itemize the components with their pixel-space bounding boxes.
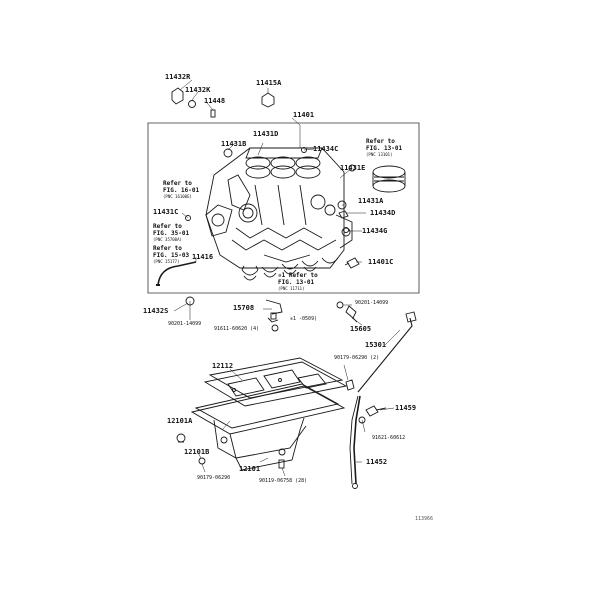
ref-bottom[interactable]: ✵1 Refer to FIG. 13-01 (PNC 11711)	[278, 272, 318, 291]
part-label-11434d: 11434D	[370, 209, 396, 217]
pan-bolts-drawing	[176, 379, 366, 469]
part-label-15605: 15605	[350, 325, 372, 333]
part-label-11434g: 11434G	[362, 227, 388, 235]
part-label-11415a: 11415A	[256, 79, 282, 87]
ref-bottom-line1: ✵1 Refer to	[278, 272, 318, 279]
part-label-11434c: 11434C	[313, 145, 339, 153]
ref-left-1-line2: FIG. 16-01	[163, 187, 200, 194]
plugs-drawing	[171, 87, 358, 332]
part-label-11448: 11448	[204, 97, 226, 105]
cylinder-block-drawing	[205, 147, 353, 269]
ref-left-3-line1: Refer to	[153, 245, 182, 252]
part-label-12101a: 12101A	[167, 417, 193, 425]
part-label-15301: 15301	[365, 341, 387, 349]
part-label-11432r: 11432R	[165, 73, 191, 81]
part-label-11432s: 11432S	[143, 307, 169, 315]
part-label-11452: 11452	[366, 458, 388, 466]
ref-left-3[interactable]: Refer to FIG. 15-03 (PNC 15177)	[153, 245, 189, 264]
bolt-number-6: 90179-06290	[197, 475, 231, 481]
part-label-11459: 11459	[395, 404, 417, 412]
ref-left-3-line2: FIG. 15-03	[153, 252, 190, 259]
drain-cock-drawing	[344, 257, 360, 269]
ref-bottom-line2: FIG. 13-01	[278, 279, 315, 286]
piston-drawing	[372, 165, 406, 193]
part-label-11416: 11416	[192, 253, 214, 261]
ref-piston-line1: Refer to	[366, 138, 395, 145]
part-label-15708: 15708	[233, 304, 255, 312]
ref-left-1[interactable]: Refer to FIG. 16-01 (PNC 16100E)	[163, 180, 199, 199]
bolt-number-5: 91621-60612	[372, 435, 406, 441]
ref-left-2-sub: (PNC 35700A)	[153, 237, 182, 242]
bolt-number-2: 91611-60620 (4)	[214, 326, 260, 332]
ref-piston[interactable]: Refer to FIG. 13-01 (PNC 13101)	[366, 138, 402, 157]
part-label-11431a: 11431A	[358, 197, 384, 205]
ref-piston-line2: FIG. 13-01	[366, 145, 403, 152]
part-label-11432k: 11432K	[185, 86, 211, 94]
part-label-11431c: 11431C	[153, 208, 179, 216]
block-frame	[147, 122, 420, 294]
part-label-11401: 11401	[293, 111, 315, 119]
crank-bearings-drawing	[241, 257, 339, 281]
bolt-number-1: 90201-14099	[168, 321, 202, 327]
part-label-12101: 12101	[239, 465, 261, 473]
part-label-11431b: 11431B	[221, 140, 247, 148]
leader-lines	[173, 79, 401, 477]
part-label-11431d: 11431D	[253, 130, 279, 138]
dipstick-drawing	[349, 311, 417, 489]
ref-left-1-sub: (PNC 16100E)	[163, 194, 192, 199]
bolt-number-7: 90119-06758 (28)	[259, 478, 308, 484]
part-label-12112: 12112	[212, 362, 234, 370]
bolt-number-4: 90179-06290 (2)	[334, 355, 380, 361]
ref-left-2-line1: Refer to	[153, 223, 182, 230]
part-label-11431e: 11431E	[340, 164, 366, 172]
ref-left-2-line2: FIG. 35-01	[153, 230, 190, 237]
oil-pan-drawing	[190, 383, 346, 471]
bolt-number-3: 90201-14099	[355, 300, 389, 306]
ref-left-2[interactable]: Refer to FIG. 35-01 (PNC 35700A)	[153, 223, 189, 242]
diagram-code: 113966	[415, 516, 434, 522]
oil-pipe-drawing	[157, 261, 197, 286]
ref-piston-sub: (PNC 13101)	[366, 152, 393, 157]
ref-bottom-sub: (PNC 11711)	[278, 286, 305, 291]
ref-left-1-line1: Refer to	[163, 180, 192, 187]
ref-left-3-sub: (PNC 15177)	[153, 259, 180, 264]
part-label-11401c: 11401C	[368, 258, 394, 266]
date-note: ✵1 -0509)	[290, 316, 318, 322]
part-label-12101b: 12101B	[184, 448, 210, 456]
